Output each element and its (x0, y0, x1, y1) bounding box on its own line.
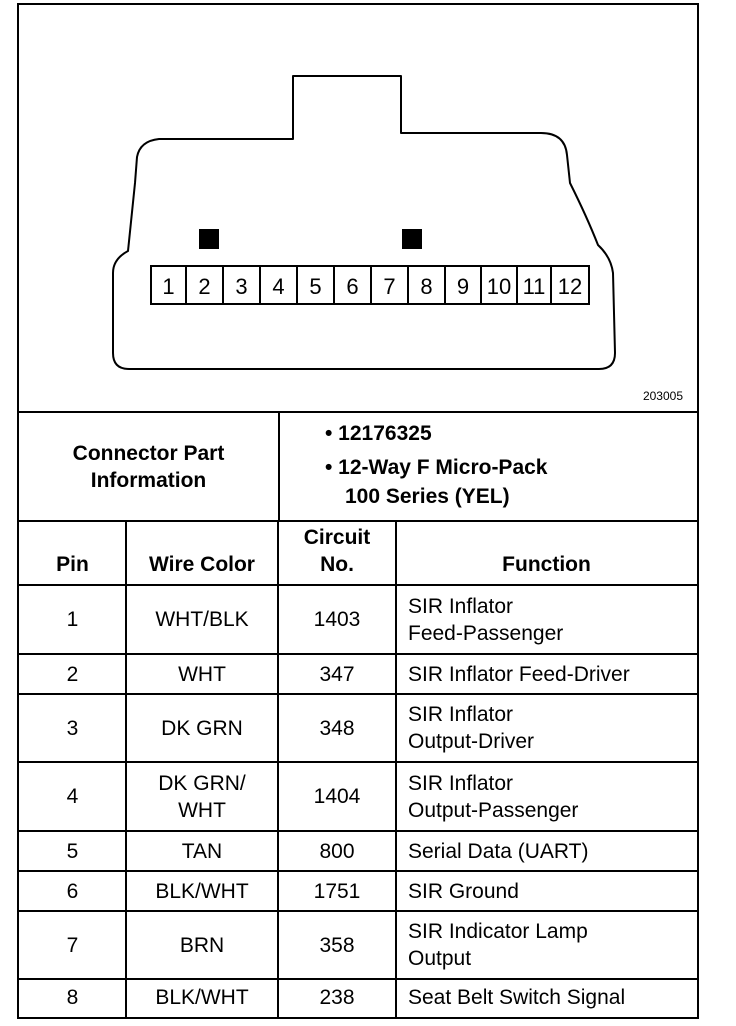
pin-cavity-3 (222, 265, 261, 305)
divider (19, 870, 697, 872)
row-8-function: Seat Belt Switch Signal (408, 986, 626, 1009)
part-number: • 12176325 (325, 422, 432, 445)
divider (278, 413, 280, 520)
divider (19, 761, 697, 763)
pin-cavity-12 (550, 265, 590, 305)
row-6-wire-color: BLK/WHT (155, 879, 249, 903)
pin-number-12: 12 (558, 274, 582, 299)
pin-number-5: 5 (309, 274, 321, 299)
row-7-wire-color: BRN (179, 933, 225, 957)
header-pin: Pin (56, 553, 89, 576)
pin-cavity-10 (480, 265, 518, 305)
pin-number-3: 3 (235, 274, 247, 299)
row-2-pin: 2 (66, 662, 79, 686)
row-2-circuit: 347 (319, 662, 355, 686)
latch-marker-left (199, 229, 219, 249)
row-8-wire-color: BLK/WHT (155, 986, 249, 1009)
divider (125, 522, 127, 1017)
pin-number-8: 8 (420, 274, 432, 299)
row-5-function: Serial Data (UART) (408, 839, 589, 863)
row-1-pin: 1 (66, 608, 79, 631)
pin-number-6: 6 (346, 274, 358, 299)
row-1-circuit: 1403 (313, 608, 361, 631)
row-4-pin: 4 (66, 785, 79, 808)
row-4-circuit: 1404 (313, 785, 361, 808)
divider (19, 693, 697, 695)
row-2-function: SIR Inflator Feed-Driver (408, 662, 630, 686)
pin-number-4: 4 (272, 274, 284, 299)
row-7-circuit: 358 (319, 933, 355, 957)
pin-number-10: 10 (487, 274, 511, 299)
row-8-pin: 8 (66, 986, 79, 1009)
header-wire-color: Wire Color (149, 553, 255, 576)
divider (19, 520, 697, 522)
divider (19, 653, 697, 655)
pin-cavity-5 (296, 265, 335, 305)
pin-number-2: 2 (198, 274, 210, 299)
row-6-function: SIR Ground (408, 879, 519, 903)
row-7-pin: 7 (66, 933, 79, 957)
pin-number-9: 9 (457, 274, 469, 299)
pin-cavity-2 (185, 265, 224, 305)
row-3-wire-color: DK GRN (161, 716, 243, 740)
connector-series: 100 Series (YEL) (345, 485, 510, 508)
row-1-wire-color: WHT/BLK (155, 608, 249, 631)
row-6-circuit: 1751 (313, 879, 361, 903)
row-5-wire-color: TAN (181, 839, 223, 863)
pin-number-1: 1 (162, 274, 174, 299)
divider (19, 910, 697, 912)
divider (395, 522, 397, 1017)
row-3-pin: 3 (66, 716, 79, 740)
row-3-circuit: 348 (319, 716, 355, 740)
part-info-label: Connector Part Information (72, 441, 225, 492)
pin-number-11: 11 (523, 274, 546, 299)
row-5-pin: 5 (66, 839, 79, 863)
pin-cavity-1 (150, 265, 187, 305)
divider (19, 411, 697, 413)
row-2-wire-color: WHT (178, 662, 226, 686)
latch-marker-right (402, 229, 422, 249)
pin-cavity-9 (444, 265, 482, 305)
connector-outline (112, 75, 616, 370)
connector-type: • 12-Way F Micro-Pack (325, 456, 548, 479)
figure-id: 203005 (642, 389, 683, 403)
header-function: Function (502, 553, 591, 576)
divider (19, 584, 697, 586)
divider (277, 522, 279, 1017)
row-8-circuit: 238 (319, 986, 355, 1009)
part-info-values: • 12176325 • 12-Way F Micro-Pack 100 Ser… (325, 419, 685, 519)
pin-number-7: 7 (383, 274, 395, 299)
row-4-wire-color: DK GRN/WHT (158, 771, 246, 822)
pin-cavity-7 (370, 265, 409, 305)
divider (19, 830, 697, 832)
pin-cavity-8 (407, 265, 446, 305)
divider (19, 978, 697, 980)
row-6-pin: 6 (66, 879, 79, 903)
row-5-circuit: 800 (319, 839, 355, 863)
